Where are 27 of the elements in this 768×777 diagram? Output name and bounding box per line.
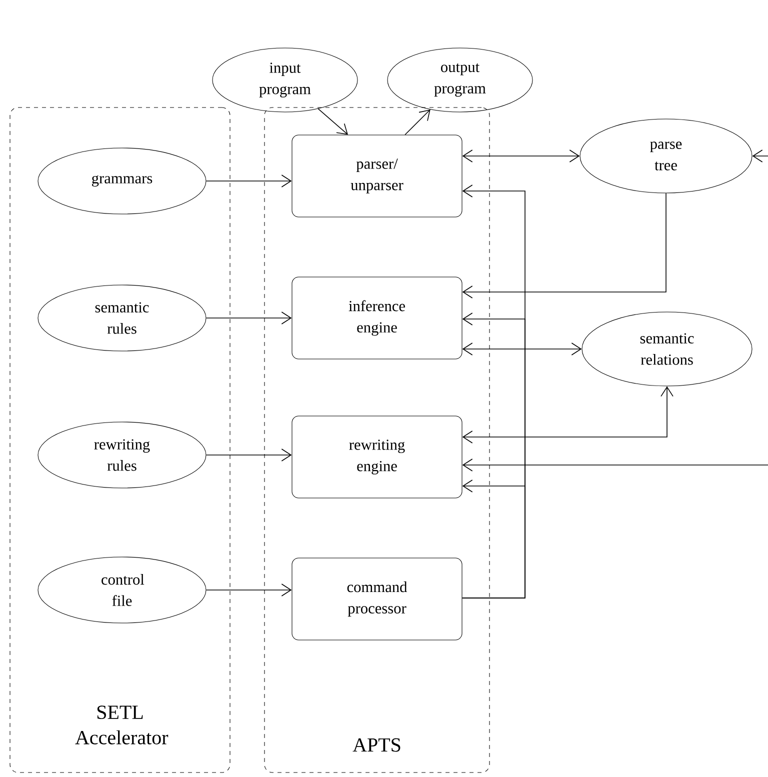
arrow [462,386,674,444]
ellipse-node: parse tree [580,118,752,194]
process-box: inference engine [292,276,462,360]
arrow [206,584,292,596]
arrow [206,312,292,324]
ellipse-node: control file [38,556,206,624]
group-label: SETL Accelerator [75,706,168,744]
process-box: parser/ unparser [292,134,462,218]
ellipse-node: input program [212,48,358,112]
arrow [404,109,430,136]
ellipse-node: semantic relations [582,312,752,386]
arrow [462,480,526,598]
arrow [318,108,348,135]
arrow [462,458,768,472]
ellipse-node: output program [387,48,533,112]
arrow [462,342,582,356]
arrow [206,448,292,462]
arrow [462,150,580,162]
arrow [206,174,292,188]
ellipse-node: grammars [38,148,206,214]
process-box: command processor [292,558,462,640]
arrow [752,150,768,162]
process-box: rewriting engine [292,416,462,498]
arrow [462,192,666,298]
group-label: APTS [352,738,400,752]
ellipse-node: semantic rules [38,284,206,352]
ellipse-node: rewriting rules [38,422,206,488]
